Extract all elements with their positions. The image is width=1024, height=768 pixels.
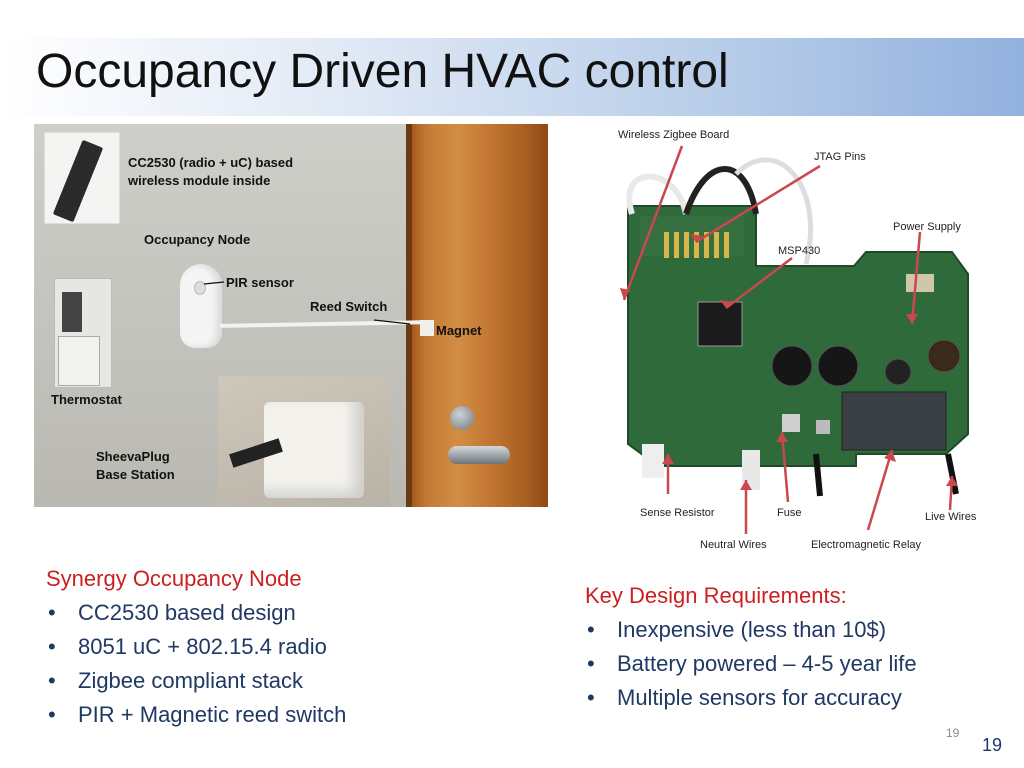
pcb-drawing	[620, 145, 969, 534]
list-item: 8051 uC + 802.15.4 radio	[46, 630, 346, 664]
magnet-label: Magnet	[436, 323, 482, 338]
title-band	[0, 38, 1024, 116]
thermostat-display	[62, 292, 82, 332]
slide-number-small: 19	[946, 726, 960, 740]
pir-lens	[194, 281, 206, 295]
msp430-label: MSP430	[778, 245, 821, 257]
module-label-line2: wireless module inside	[128, 173, 271, 188]
list-item: Zigbee compliant stack	[46, 664, 346, 698]
base-station-label-line1: SheevaPlug	[96, 449, 170, 464]
thermostat-label: Thermostat	[51, 392, 122, 407]
module-thumbnail	[44, 132, 120, 224]
occupancy-node-list: Synergy Occupancy Node CC2530 based desi…	[46, 562, 346, 732]
relay-label: Electromagnetic Relay	[811, 539, 922, 551]
door-panel	[410, 124, 548, 507]
thermostat-cover	[58, 336, 100, 386]
list-heading: Key Design Requirements:	[585, 583, 847, 608]
pir-sensor-label: PIR sensor	[226, 275, 294, 290]
sense-resistor-label: Sense Resistor	[640, 507, 715, 519]
occupancy-node-label: Occupancy Node	[144, 232, 251, 247]
power-supply-label: Power Supply	[893, 221, 961, 233]
slide-title: Occupancy Driven HVAC control	[36, 45, 729, 98]
design-requirements-list: Key Design Requirements: Inexpensive (le…	[585, 579, 917, 715]
fuse-label: Fuse	[777, 507, 802, 519]
list-item: Inexpensive (less than 10$)	[585, 613, 917, 647]
list-item: CC2530 based design	[46, 596, 346, 630]
door-handle	[448, 446, 510, 464]
jtag-pins-label: JTAG Pins	[814, 151, 866, 163]
feature-list: CC2530 based design 8051 uC + 802.15.4 r…	[46, 596, 346, 732]
slide-number: 19	[982, 735, 1003, 755]
list-heading: Synergy Occupancy Node	[46, 566, 302, 591]
wireless-board-label: Wireless Zigbee Board	[618, 129, 730, 141]
magnet-device	[420, 320, 434, 336]
jtag-pin-header	[664, 232, 729, 258]
occupancy-node-photo: CC2530 (radio + uC) based wireless modul…	[34, 124, 548, 507]
left-photo-pointers	[203, 281, 411, 325]
list-item: Multiple sensors for accuracy	[585, 681, 917, 715]
circuit-board-photo: Wireless Zigbee Board JTAG Pins Power Su…	[606, 124, 988, 556]
door-lock-knob	[450, 406, 474, 430]
module-label: CC2530 (radio + uC) based	[128, 155, 294, 170]
base-station-label-line2: Base Station	[96, 467, 175, 482]
live-wires-label: Live Wires	[925, 511, 977, 523]
occupancy-node-device	[180, 264, 222, 348]
reed-switch-label: Reed Switch	[310, 299, 388, 314]
neutral-wires-label: Neutral Wires	[700, 539, 767, 551]
list-item: PIR + Magnetic reed switch	[46, 698, 346, 732]
requirement-list: Inexpensive (less than 10$) Battery powe…	[585, 613, 917, 715]
list-item: Battery powered – 4-5 year life	[585, 647, 917, 681]
door-edge	[406, 124, 412, 507]
